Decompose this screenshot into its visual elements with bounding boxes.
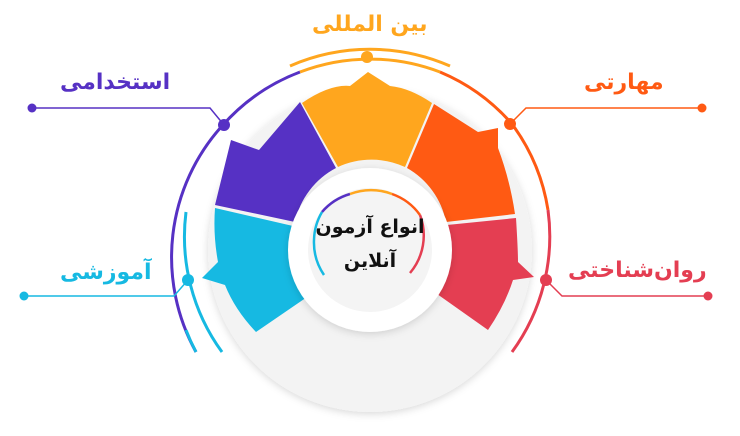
label-international: بین المللی [312,12,428,37]
segment-psychological [430,218,534,330]
center-title: انواع آزمون آنلاین [312,210,428,278]
connector-international [361,51,373,63]
label-employment: استخدامی [60,70,171,95]
label-psychological: روان‌شناختی [568,258,707,283]
segment-skills [407,104,515,222]
connector-skills [504,103,707,130]
label-educational: آموزشی [60,260,152,285]
segment-employment [215,102,336,222]
center-disc [308,188,432,312]
label-skills: مهارتی [584,70,664,95]
segment-international [302,72,432,167]
connector-educational [19,274,194,301]
segment-educational [202,208,310,332]
connector-employment [27,103,230,131]
inner-arc-ring [312,188,425,276]
top-arc [289,47,451,68]
center-title-line2: آنلاین [343,250,397,272]
center-title-line1: انواع آزمون [315,216,425,238]
connector-psychological [540,274,713,301]
